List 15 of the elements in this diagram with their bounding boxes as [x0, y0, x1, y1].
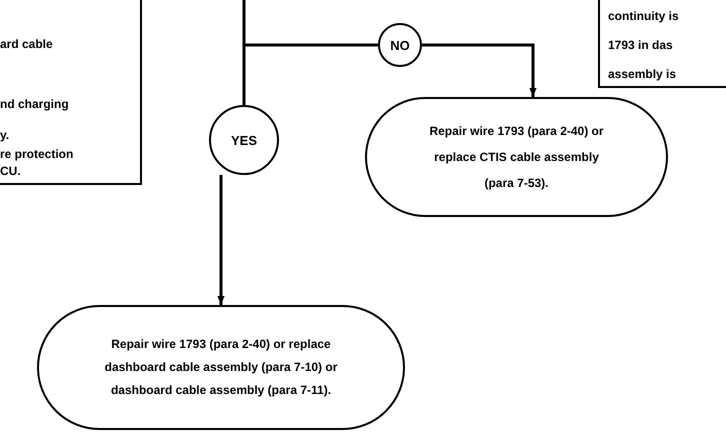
instruction-text: ard cable [0, 37, 53, 51]
instruction-text: y. [0, 128, 10, 142]
decision-label: NO [390, 38, 410, 52]
flow-line [217, 175, 225, 305]
decision-circle [378, 23, 422, 67]
instruction-panel [598, 0, 726, 88]
action-text: Repair wire 1793 (para 2-40) or replace CTIS cable assembly (para 7-53). [428, 123, 605, 192]
instruction-text: CU. [0, 164, 21, 178]
action-text: Repair wire 1793 (para 2-40) or replace dashboard cable assembly (para 7-10) or dashboard cable assembly (para 7-11). [104, 336, 338, 399]
instruction-text: nd charging [0, 97, 69, 111]
instruction-panel [0, 0, 142, 185]
instruction-text: continuity is 1793 in das assembly is [608, 8, 680, 83]
decision-label: YES [230, 132, 257, 148]
instruction-text: re protection [0, 147, 74, 161]
flow-line [422, 44, 537, 97]
